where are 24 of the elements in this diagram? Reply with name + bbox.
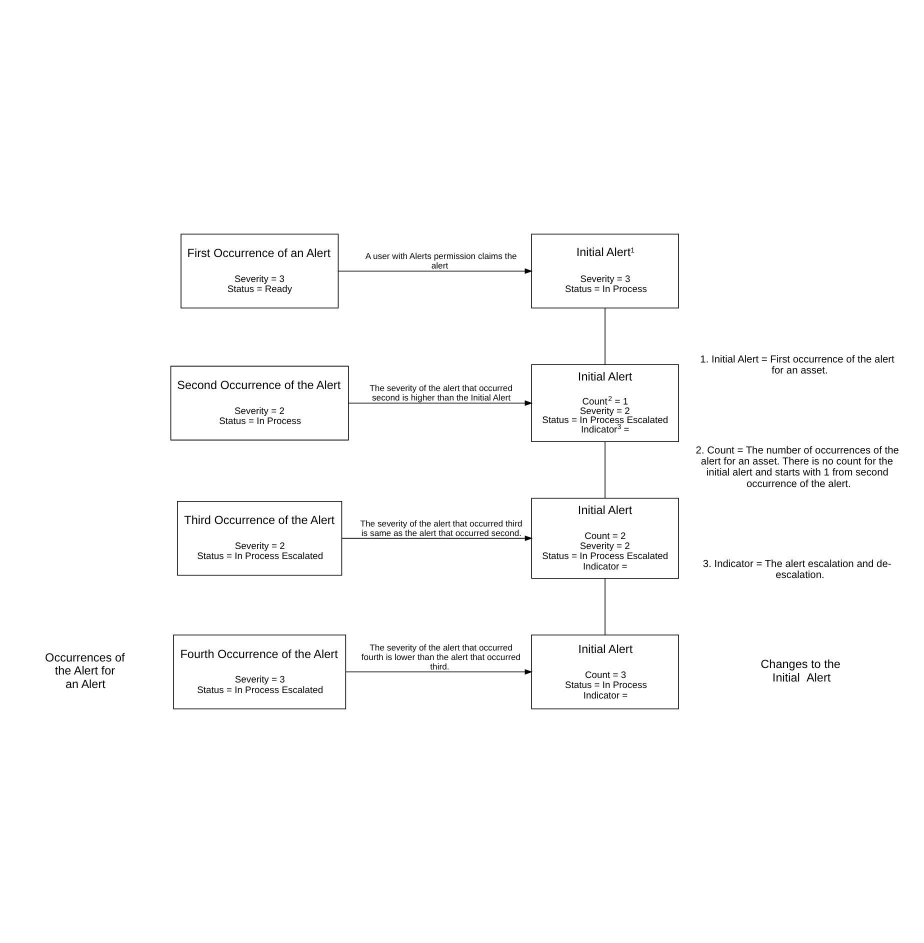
label: 1. Initial Alert = First occurrence of the alert for an asset.: [700, 354, 894, 377]
connector: [604, 308, 606, 365]
label: Occurrences of the Alert for an Alert: [45, 651, 125, 692]
node-box: Fourth Occurrence of the Alert Severity = 3 Status = In Process Escalated: [173, 634, 346, 710]
connector: [604, 578, 606, 636]
arrow: [342, 536, 533, 542]
node-box: Initial Alert Count = 3 Status = In Process Indicator =: [531, 634, 679, 710]
edge-label: The severity of the alert that occurred fourth is lower than the alert that occurred third.: [361, 642, 521, 672]
arrow: [338, 268, 533, 274]
arrow: [348, 400, 533, 406]
label: Changes to the Initial Alert: [760, 658, 840, 684]
label: 3. Indicator = The alert escalation and de-escalation.: [702, 558, 892, 581]
edge-label: A user with Alerts permission claims the alert: [365, 251, 517, 271]
node-box: Initial Alert Count = 2 Severity = 2 Status = In Process Escalated Indicator =: [531, 498, 679, 579]
node-box: Initial Alert Count$^{2}$ = 1 Severity = 2 Status = In Process Escalated Indicator$^{3}$ =: [531, 364, 679, 442]
label: 2. Count = The number of occurrences of the alert for an asset. There is no count for the initial alert and starts with 1 from second occurrence of the alert.: [696, 446, 899, 490]
arrow: [345, 669, 533, 675]
edge-label: The severity of the alert that occurred second is higher than the Initial Alert: [370, 383, 513, 403]
edge-label: The severity of the alert that occurred third is same as the alert that occurred second.: [360, 518, 522, 538]
node-box: First Occurrence of an Alert Severity = 3 Status = Ready: [180, 234, 339, 308]
node-box: Third Occurrence of the Alert Severity = 2 Status = In Process Escalated: [177, 500, 342, 576]
node-box: Initial Alert$^{1}$ Severity = 3 Status = In Process: [531, 234, 679, 308]
connector: [604, 441, 606, 499]
node-box: Second Occurrence of the Alert Severity = 2 Status = In Process: [170, 366, 349, 440]
